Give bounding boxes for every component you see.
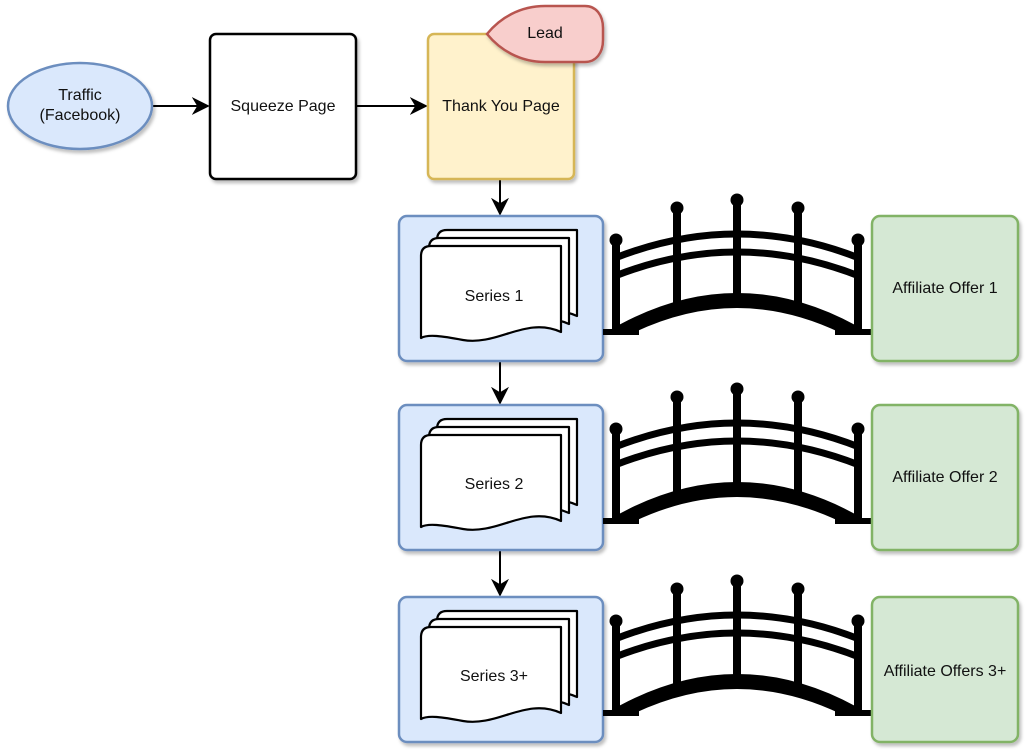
multiple-documents-icon [419, 417, 579, 531]
bridge-post-cap [670, 201, 684, 215]
bridge-post [794, 589, 802, 685]
squeeze-page-node[interactable] [208, 32, 358, 181]
connectors [153, 97, 509, 597]
bridge-deck [605, 674, 869, 714]
bridge-post-cap [730, 574, 744, 588]
bridge-post-cap [851, 422, 865, 436]
bridge-post-cap [730, 193, 744, 207]
bridge-post-cap [609, 422, 623, 436]
offer-group [870, 214, 1020, 744]
bridge-post [854, 621, 862, 712]
bridge-icon [603, 574, 871, 716]
bridge-post-cap [791, 390, 805, 404]
bridge-post-cap [791, 582, 805, 596]
bridge-post [794, 397, 802, 493]
bridge-post [612, 240, 620, 331]
series-group [397, 214, 605, 744]
bridge-post [854, 429, 862, 520]
bridge-post [673, 208, 681, 304]
bridge-post [794, 208, 802, 304]
affiliate-offer-box-1[interactable] [870, 214, 1020, 363]
bridge-foot-left [603, 518, 639, 524]
bridge-icon [603, 193, 871, 335]
bridge-post [733, 581, 741, 685]
affiliate-offer-box-3[interactable] [870, 595, 1020, 744]
document-sheet [419, 433, 563, 531]
bridge-post-cap [609, 614, 623, 628]
traffic-node[interactable] [6, 61, 154, 151]
bridge-post [673, 589, 681, 685]
bridge-icon [603, 382, 871, 524]
bridge-post [854, 240, 862, 331]
bridge-post-cap [670, 582, 684, 596]
bridge-foot-left [603, 329, 639, 335]
bridge-post-cap [791, 201, 805, 215]
bridge-post [612, 621, 620, 712]
bridge-post-cap [730, 382, 744, 396]
bridge-post-cap [851, 614, 865, 628]
bridge-post [733, 200, 741, 304]
bridge-post [612, 429, 620, 520]
lead-tag[interactable] [485, 4, 605, 64]
bridge-post-cap [609, 233, 623, 247]
bridge-post-cap [670, 390, 684, 404]
bridge-post-cap [851, 233, 865, 247]
affiliate-offer-box-2[interactable] [870, 403, 1020, 552]
bridge-foot-right [835, 329, 871, 335]
multiple-documents-icon [419, 609, 579, 723]
bridge-deck [605, 293, 869, 333]
bridge-foot-right [835, 518, 871, 524]
bridge-post [733, 389, 741, 493]
bridge-post [673, 397, 681, 493]
bridge-deck [605, 482, 869, 522]
bridge-group [603, 193, 871, 716]
multiple-documents-icon [419, 228, 579, 342]
bridge-foot-right [835, 710, 871, 716]
document-sheet [419, 625, 563, 723]
document-sheet [419, 244, 563, 342]
bridge-foot-left [603, 710, 639, 716]
